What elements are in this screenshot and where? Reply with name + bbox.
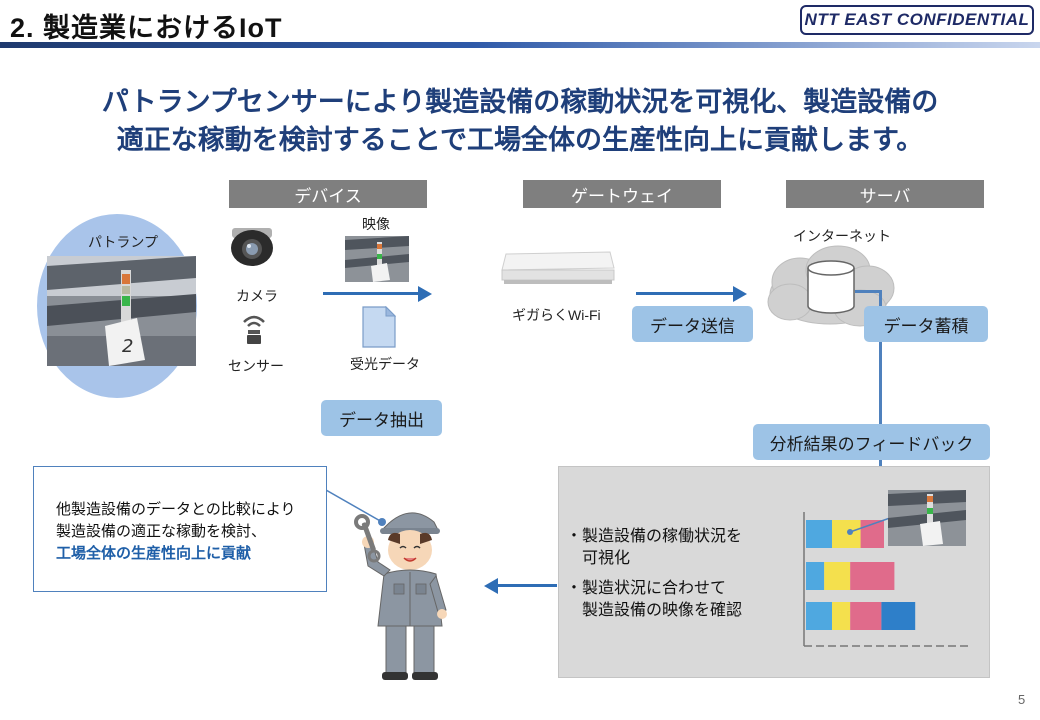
internet-label: インターネット (793, 228, 891, 244)
column-header-server: サーバ (786, 180, 984, 208)
server-connector-v (879, 290, 882, 466)
chart-bar-row3-seg4 (881, 602, 916, 630)
arrow-gateway-line (636, 292, 734, 295)
sensor-label: センサー (228, 358, 284, 374)
arrow-to-worker-line (497, 584, 557, 587)
video-label: 映像 (362, 216, 390, 232)
chart-bar-row3-seg1 (806, 602, 832, 630)
patlamp-label: パトランプ (88, 234, 158, 250)
analysis-bullet-1b: 可視化 (566, 550, 631, 567)
data-send-button[interactable]: データ送信 (632, 306, 753, 342)
video-thumbnail (345, 236, 409, 282)
light-data-label: 受光データ (350, 356, 420, 372)
sensor-icon (243, 315, 265, 344)
arrow-device-head (418, 286, 432, 302)
chart-callout-line (849, 517, 891, 533)
gateway-device-icon (501, 251, 615, 284)
chart-bar-row2-seg2 (824, 562, 851, 590)
internet-cloud-icon (767, 245, 895, 327)
confidential-badge: NTT EAST CONFIDENTIAL (800, 5, 1034, 35)
server-connector-h (855, 290, 881, 293)
headline-line-1: パトランプセンサーにより製造設備の稼動状況を可視化、製造設備の (101, 87, 939, 117)
column-header-device: デバイス (229, 180, 427, 208)
chart-bar-row3-seg3 (850, 602, 882, 630)
chart-bar-row1-seg1 (806, 520, 832, 548)
chart-bar-row3-seg2 (832, 602, 851, 630)
patlamp-photo: 2 (47, 256, 196, 366)
chart-bar-row1-seg2 (832, 520, 861, 548)
document-icon (362, 306, 396, 348)
headline-line-2: 適正な稼動を検討することで工場全体の生産性向上に貢献します。 (116, 125, 924, 155)
chart-bar-row2-seg3 (850, 562, 895, 590)
callout-line-3: 工場全体の生産性向上に貢献 (56, 545, 252, 562)
analysis-bar-chart (803, 490, 970, 647)
feedback-button[interactable]: 分析結果のフィードバック (753, 424, 990, 460)
column-header-gateway: ゲートウェイ (523, 180, 721, 208)
slide-title: 2. 製造業におけるIoT (10, 13, 283, 43)
camera-label: カメラ (236, 288, 278, 304)
svg-text:2: 2 (122, 336, 133, 357)
arrow-device-line (323, 292, 419, 295)
arrow-gateway-head (733, 286, 747, 302)
chart-callout-dot (847, 529, 853, 535)
wifi-label: ギガらくWi-Fi (512, 307, 601, 323)
callout-line-1: 他製造設備のデータとの比較により (56, 501, 296, 518)
data-store-button[interactable]: データ蓄積 (864, 306, 988, 342)
callout-line-2: 製造設備の適正な稼動を検討、 (56, 523, 267, 540)
benefit-callout: 他製造設備のデータとの比較により 製造設備の適正な稼動を検討、 工場全体の生産性… (33, 466, 327, 592)
arrow-to-worker-head (484, 578, 498, 594)
chart-thumbnail (888, 490, 966, 546)
analysis-bullet-1a: ・製造設備の稼働状況を (566, 528, 743, 545)
data-extract-button[interactable]: データ抽出 (321, 400, 442, 436)
title-rule (0, 42, 1040, 48)
analysis-bullet-2b: 製造設備の映像を確認 (566, 602, 743, 619)
chart-bar-row2-seg1 (806, 562, 825, 590)
camera-icon (231, 228, 273, 266)
page-number: 5 (1018, 692, 1026, 707)
worker-illustration (354, 512, 447, 680)
callout-pointer (326, 489, 386, 526)
analysis-bullet-2a: ・製造状況に合わせて (566, 580, 727, 597)
